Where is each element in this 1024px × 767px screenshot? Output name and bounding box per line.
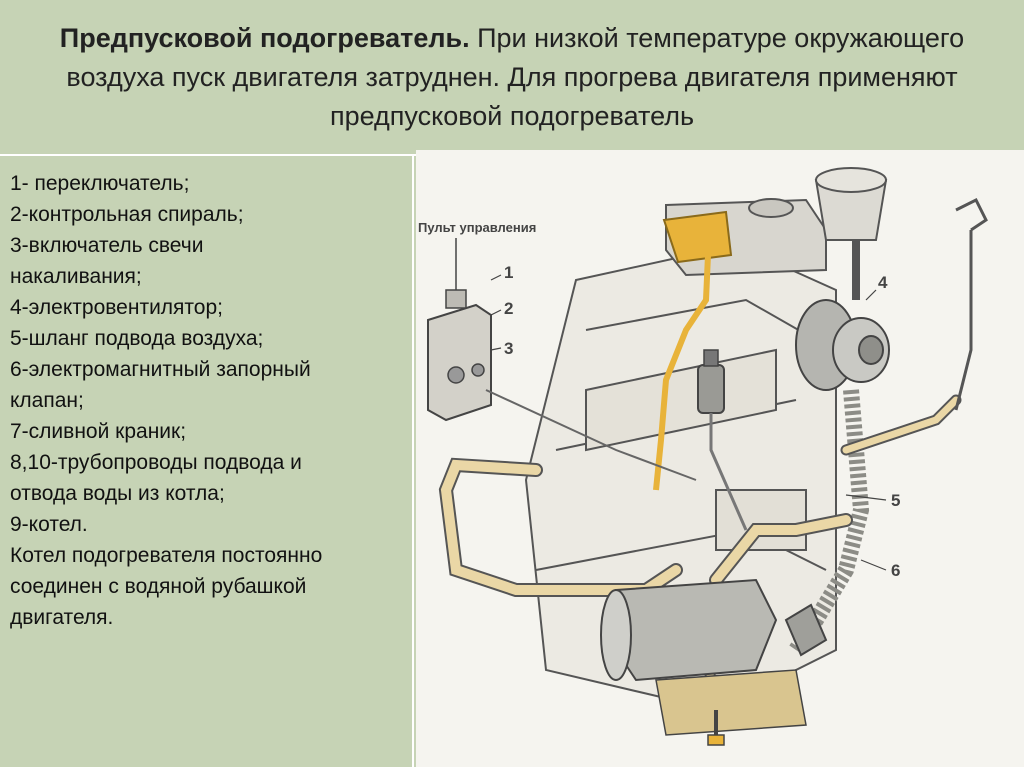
title-rest: При низкой температуре окружающего возду… (66, 23, 965, 131)
callout-3: 3 (504, 339, 513, 358)
fuel-tank (662, 198, 827, 277)
legend-line: 7-сливной краник; (10, 420, 187, 443)
legend-line: 8,10-трубопроводы подвода и (10, 451, 302, 474)
drain-cock (707, 710, 725, 746)
legend-line: 6-электромагнитный запорный (10, 358, 311, 381)
legend-line: соединен с водяной рубашкой (10, 575, 307, 598)
control-panel: Пульт управления (418, 220, 697, 481)
callout-4: 4 (878, 273, 888, 292)
legend-line: двигателя. (10, 606, 114, 629)
title-bar: Предпусковой подогреватель. При низкой т… (0, 0, 1024, 155)
callout-2: 2 (504, 299, 513, 318)
callout-6: 6 (891, 561, 900, 580)
boiler (600, 578, 828, 736)
callouts (490, 274, 887, 571)
legend-line: отвода воды из котла; (10, 482, 225, 505)
legend-line: 5-шланг подвода воздуха; (10, 327, 264, 350)
legend-line: 9-котел. (10, 513, 88, 536)
title-bold: Предпусковой подогреватель. (59, 23, 470, 53)
legend-line: накаливания; (10, 265, 142, 288)
panel-label: Пульт управления (418, 220, 536, 235)
heater-diagram: Пульт управления (416, 150, 1024, 767)
legend-line: 3-включатель свечи (10, 234, 204, 257)
reservoir (814, 167, 888, 300)
callout-1: 1 (504, 263, 513, 282)
solenoid-valve (697, 349, 748, 531)
slide-title: Предпусковой подогреватель. При низкой т… (32, 19, 992, 136)
legend-line: клапан; (10, 389, 84, 412)
legend-panel: 1- переключатель; 2-контрольная спираль;… (0, 156, 414, 767)
legend-line: 1- переключатель; (10, 172, 190, 195)
legend-line: 4-электровентилятор; (10, 296, 224, 319)
electric-fan (795, 299, 890, 391)
legend-line: 2-контрольная спираль; (10, 203, 244, 226)
diagram-svg: Пульт управления (418, 167, 988, 746)
fuel-line (653, 254, 711, 491)
legend-line: Котел подогревателя постоянно (10, 544, 323, 567)
callout-5: 5 (891, 491, 900, 510)
control-rod (954, 197, 988, 411)
